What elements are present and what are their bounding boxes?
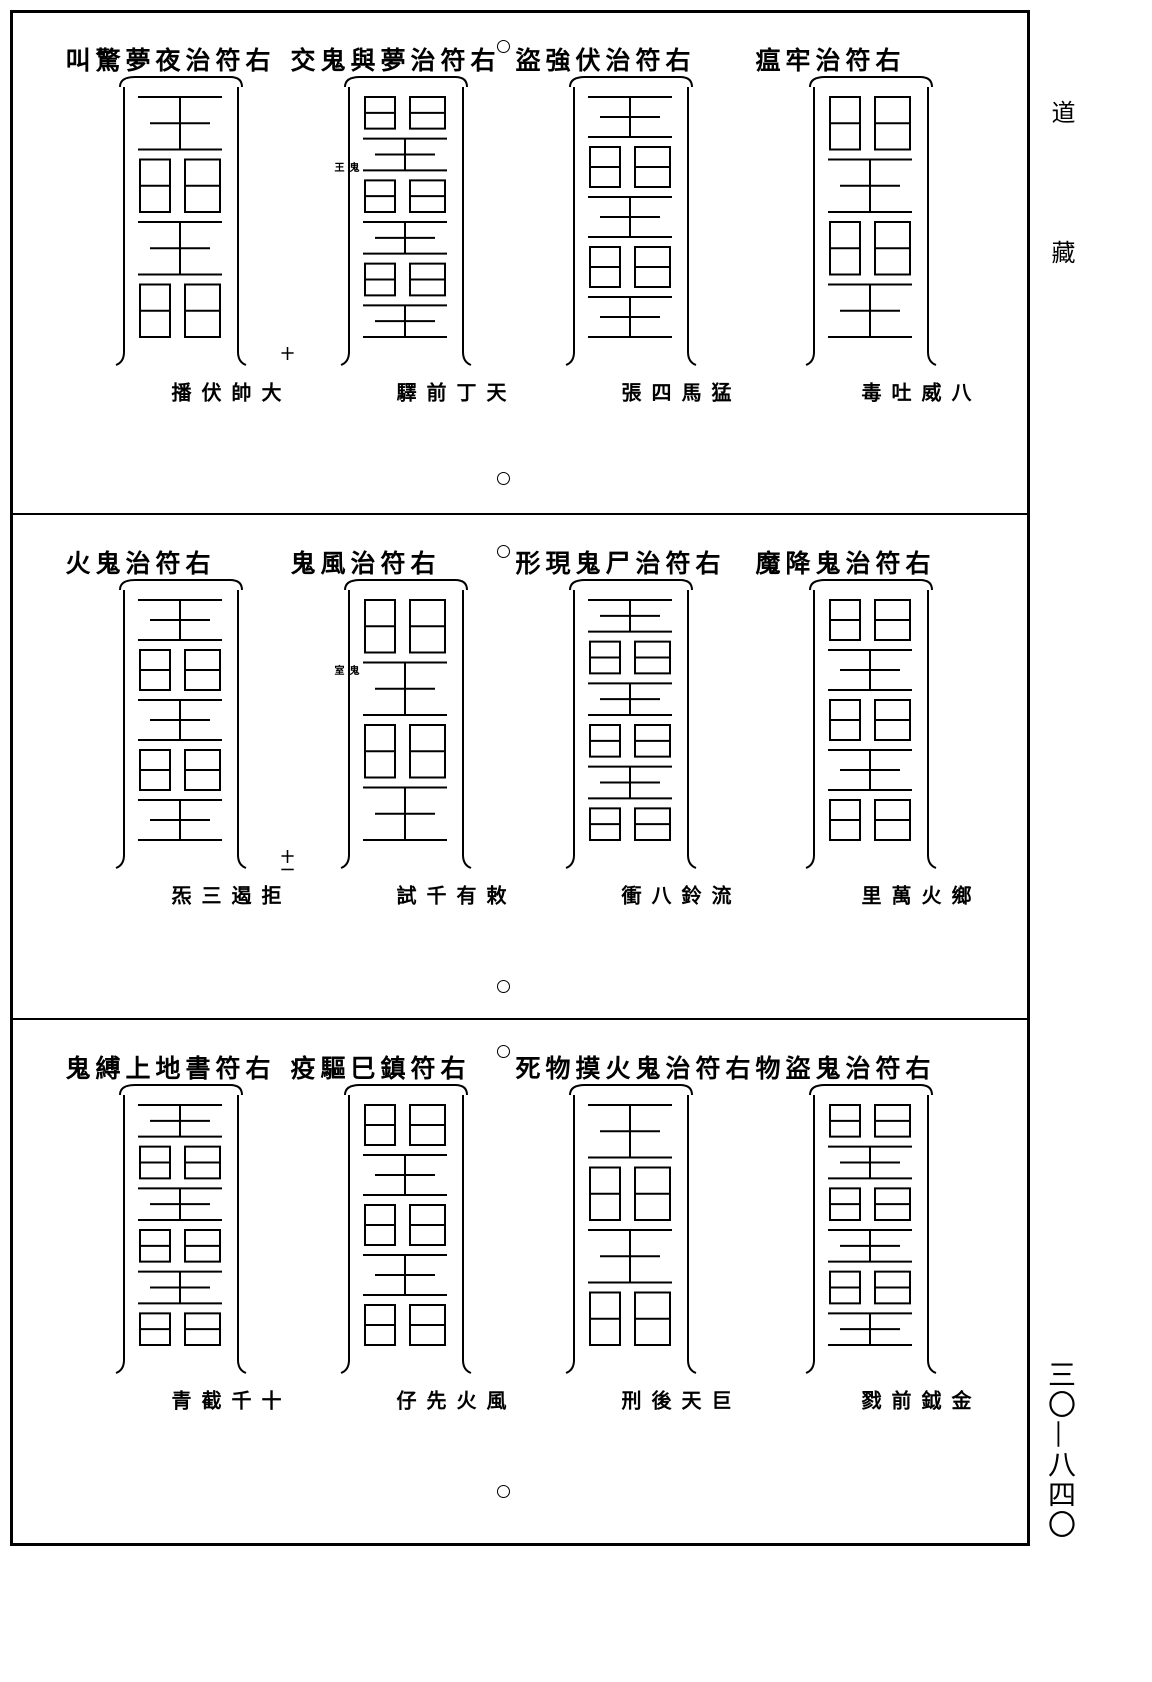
talisman-name: 八威吐毒 [858, 382, 972, 414]
circle-mark [497, 545, 510, 558]
circle-mark [497, 40, 510, 53]
talisman-name: 巨天後刑 [618, 1390, 732, 1422]
talisman-caption: 右符治夜夢驚叫 [62, 47, 271, 76]
talisman-figure [335, 67, 475, 371]
talisman-name: 金鉞前戮 [858, 1390, 972, 1422]
talisman-name: 拒遏三炁 [168, 885, 282, 917]
talisman-figure [110, 1075, 250, 1379]
talisman-name: 風火先仔 [393, 1390, 507, 1422]
talisman-figure [110, 570, 250, 874]
talisman-figure [335, 570, 475, 874]
talisman-figure [560, 67, 700, 371]
talisman-name: 大帥伏播 [168, 382, 282, 414]
circle-mark [497, 980, 510, 993]
circle-mark [497, 1045, 510, 1058]
talisman-name: 流鈴八衝 [618, 885, 732, 917]
talisman-figure [800, 67, 940, 371]
page-number: 三〇—八四〇 [1044, 1360, 1077, 1540]
circle-mark [497, 1485, 510, 1498]
folio-mark: 十 [278, 347, 293, 360]
talisman-caption: 右符治鬼盜物 [752, 1055, 931, 1084]
talisman-figure [800, 1075, 940, 1379]
talisman-caption: 右符治牢瘟 [752, 47, 901, 76]
collection-title-2: 藏 [1047, 240, 1075, 264]
folio-mark: 十一 [278, 850, 293, 876]
talisman-figure [335, 1075, 475, 1379]
talisman-caption: 右符治尸鬼現形 [512, 550, 721, 579]
talisman-name: 猛馬四張 [618, 382, 732, 414]
talisman-figure [110, 67, 250, 371]
talisman-note: 鬼室 [332, 665, 358, 675]
collection-title: 道 [1047, 100, 1075, 124]
talisman-caption: 右符治夢與鬼交 [287, 47, 496, 76]
talisman-name: 十千截青 [168, 1390, 282, 1422]
row-divider [10, 1018, 1030, 1020]
page-frame [10, 10, 1030, 1546]
talisman-name: 天丁前驛 [393, 382, 507, 414]
talisman-caption: 右符治伏強盜 [512, 47, 691, 76]
talisman-note: 鬼王 [332, 162, 358, 172]
talisman-name: 敕有千試 [393, 885, 507, 917]
talisman-name: 鄉火萬里 [858, 885, 972, 917]
talisman-caption: 右符治風鬼 [287, 550, 436, 579]
talisman-figure [560, 570, 700, 874]
talisman-caption: 右符治鬼火摸物死 [512, 1055, 751, 1084]
talisman-caption: 右符治鬼降魔 [752, 550, 931, 579]
talisman-caption: 右符書地上縛鬼 [62, 1055, 271, 1084]
row-divider [10, 513, 1030, 515]
circle-mark [497, 472, 510, 485]
talisman-figure [800, 570, 940, 874]
talisman-caption: 右符治鬼火 [62, 550, 211, 579]
talisman-figure [560, 1075, 700, 1379]
talisman-caption: 右符鎮巳驅疫 [287, 1055, 466, 1084]
